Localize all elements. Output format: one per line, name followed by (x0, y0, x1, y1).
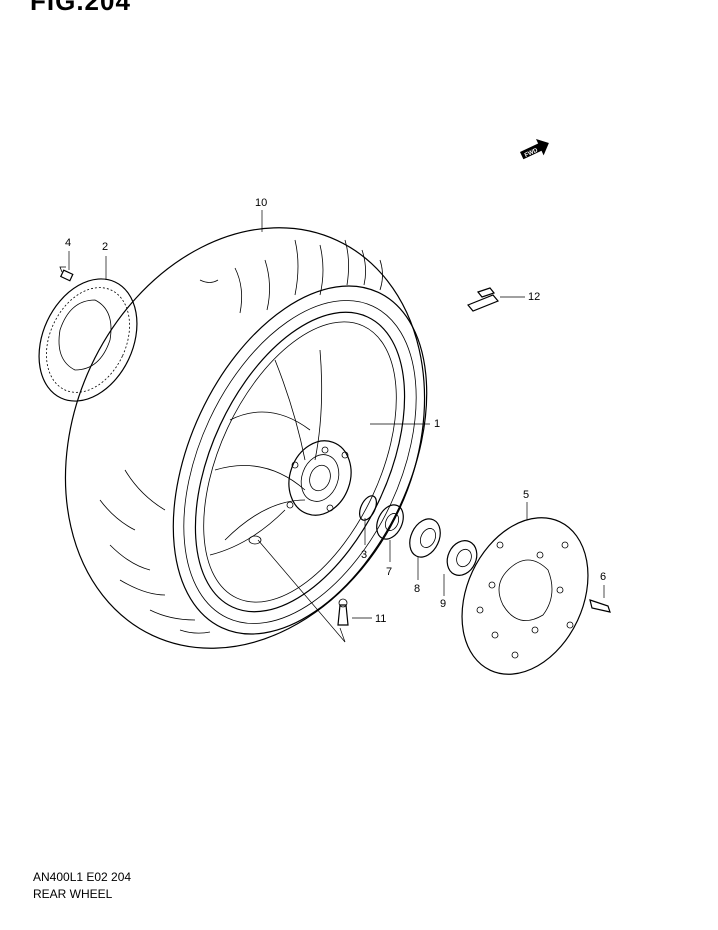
callout-5: 5 (523, 489, 529, 501)
fwd-badge-text: FWD (524, 147, 540, 158)
callout-6: 6 (600, 571, 606, 583)
balance-weight (467, 287, 499, 312)
bolt-6 (589, 599, 611, 613)
spacer-7 (376, 504, 404, 540)
fwd-arrow-icon: FWD (520, 139, 549, 160)
callout-10: 10 (255, 197, 267, 209)
callout-2: 2 (102, 241, 108, 253)
bolt-4 (59, 266, 74, 282)
callout-1: 1 (434, 418, 440, 430)
nut-9 (446, 540, 478, 576)
callout-11: 11 (375, 613, 386, 625)
figure-title: FIG.204 (30, 0, 131, 16)
figure-name: REAR WHEEL (33, 887, 113, 901)
collar-8 (409, 518, 441, 558)
o-ring (359, 495, 377, 521)
callout-12: 12 (528, 291, 540, 303)
callout-8: 8 (414, 583, 420, 595)
brake-disc (461, 517, 589, 675)
leader-lines (68, 210, 605, 643)
callout-3: 3 (361, 549, 367, 561)
sensor-ring (38, 278, 138, 402)
callout-9: 9 (440, 598, 446, 610)
tire (64, 227, 428, 649)
callout-7: 7 (386, 566, 392, 578)
air-valve (337, 598, 349, 626)
figure-code: AN400L1 E02 204 (33, 870, 132, 884)
callout-4: 4 (65, 237, 71, 249)
